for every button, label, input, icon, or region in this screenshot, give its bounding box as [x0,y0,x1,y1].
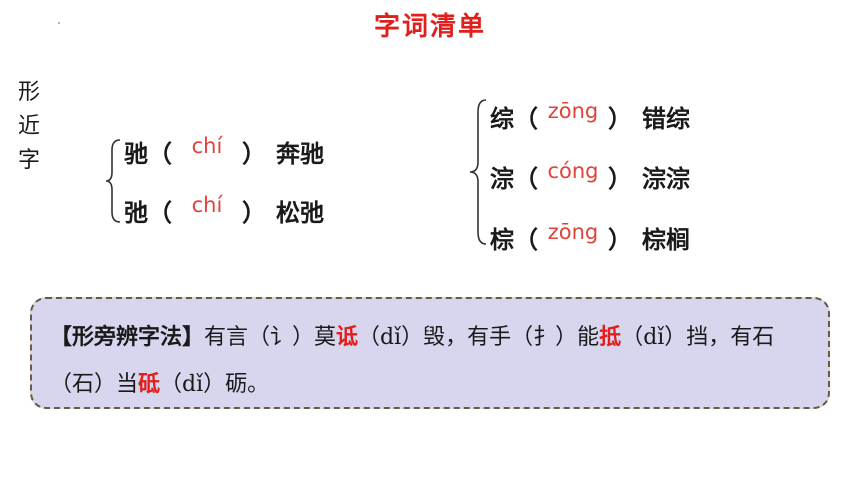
example-word: 错综 [642,104,690,133]
pinyin: zōng [547,98,599,123]
character: 综 [490,104,514,133]
example-word: 棕榈 [642,225,690,254]
close-paren: ） [608,104,632,133]
pinyin: chí [191,133,223,158]
pinyin: cóng [547,158,599,183]
word-row-right-2: 淙 （ cóng ） 淙淙 [490,159,690,194]
character: 淙 [490,164,514,193]
word-row-left-2: 弛 （ chí ） 松弛 [124,193,324,228]
close-paren: ） [608,164,632,193]
highlighted-character: 诋 [336,324,359,350]
close-paren: ） [242,139,266,168]
word-row-left-1: 驰 （ chí ） 奔驰 [124,134,324,169]
tip-text: 【形旁辨字法】有言（讠）莫诋（dǐ）毁，有手（扌）能抵（dǐ）挡，有石（石）当砥… [50,314,810,408]
pinyin: zōng [547,219,599,244]
open-paren: （ [148,139,172,168]
example-word: 奔驰 [276,139,324,168]
tip-heading: 【形旁辨字法】 [50,324,205,350]
example-word: 松弛 [276,198,324,227]
category-label: 形 近 字 [18,76,46,178]
highlighted-character: 抵 [599,324,622,350]
tip-box [30,297,830,409]
close-paren: ） [608,225,632,254]
category-label-char: 形 [18,80,41,105]
open-paren: （ [514,104,538,133]
right-group-brace [469,99,487,245]
pinyin: chí [191,192,223,217]
character: 棕 [490,225,514,254]
decorative-dot [58,22,60,24]
category-label-char: 字 [18,148,41,173]
close-paren: ） [242,198,266,227]
category-label-char: 近 [18,114,41,139]
tip-text-part: （dǐ）砺。 [160,372,270,397]
tip-text-part: 有言（讠）莫 [204,325,337,350]
open-paren: （ [148,198,172,227]
character: 弛 [124,198,148,227]
open-paren: （ [514,164,538,193]
highlighted-character: 砥 [138,371,161,397]
word-row-right-3: 棕 （ zōng ） 棕榈 [490,220,690,255]
word-row-right-1: 综 （ zōng ） 错综 [490,99,690,134]
tip-text-part: （dǐ）毁，有手（扌）能 [358,325,600,350]
tip-text-part: （dǐ）挡，有石（石）当 [50,325,775,397]
left-group-brace [105,139,121,223]
character: 驰 [124,139,148,168]
open-paren: （ [514,225,538,254]
example-word: 淙淙 [642,164,690,193]
page-title: 字词清单 [373,12,486,42]
